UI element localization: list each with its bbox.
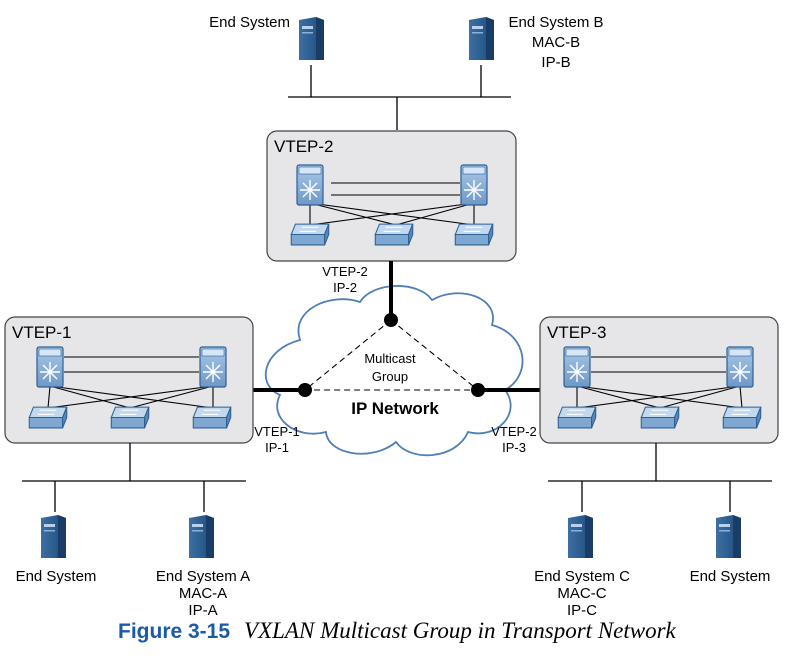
bottom-left-lan <box>22 443 246 512</box>
ip-label: IP-A <box>188 602 217 615</box>
end-system-label: End System A <box>156 568 250 585</box>
vxlan-diagram: End System End System B MAC-B IP-B VTEP-… <box>4 14 779 615</box>
vtep-links <box>253 261 540 392</box>
vtep2-link-ip: IP-2 <box>333 280 357 295</box>
end-system-top-left[interactable]: End System <box>209 14 324 60</box>
fabric-links <box>47 356 214 409</box>
server-icon <box>299 17 324 60</box>
server-icon <box>716 515 741 558</box>
vtep2-link-name: VTEP-2 <box>322 264 368 279</box>
end-system-label: End System C <box>534 568 630 585</box>
mac-label: MAC-C <box>557 585 606 602</box>
ip-network-cloud <box>264 285 524 457</box>
ip-label: IP-C <box>567 602 597 615</box>
vtep2-box[interactable]: VTEP-2 <box>266 130 517 262</box>
spine-switch-icon <box>199 346 227 388</box>
leaf-switch-icon <box>28 406 68 429</box>
end-system-label: End System <box>209 14 290 31</box>
mac-label: MAC-B <box>532 34 580 51</box>
figure-number: Figure 3-15 <box>118 620 231 643</box>
vtep3-box[interactable]: VTEP-3 <box>539 316 779 444</box>
vtep2-endpoint-dot <box>384 313 398 327</box>
end-system-a[interactable]: End System A MAC-A IP-A <box>156 515 250 615</box>
spine-switch-icon <box>36 346 64 388</box>
vtep1-link-ip: IP-1 <box>265 440 289 455</box>
fabric-links <box>576 356 743 409</box>
vtep-title: VTEP-3 <box>547 323 607 342</box>
end-system-label: End System <box>690 568 771 585</box>
server-icon <box>469 17 494 60</box>
leaf-switch-icon <box>110 406 150 429</box>
spine-switch-icon <box>563 346 591 388</box>
vtep3-link-ip: IP-3 <box>502 440 526 455</box>
end-system-label: End System <box>16 568 97 585</box>
ip-label: IP-B <box>541 54 570 71</box>
leaf-switch-icon <box>290 223 330 246</box>
vtep1-link-name: VTEP-1 <box>254 424 300 439</box>
leaf-switch-icon <box>640 406 680 429</box>
server-icon <box>41 515 66 558</box>
end-system-bottom-4[interactable]: End System <box>690 515 771 585</box>
leaf-switch-icon <box>454 223 494 246</box>
mac-label: MAC-A <box>179 585 227 602</box>
bottom-right-lan <box>548 443 772 512</box>
leaf-switch-icon <box>722 406 762 429</box>
multicast-group-triangle: Multicast Group IP Network <box>298 313 485 418</box>
spine-switch-icon <box>726 346 754 388</box>
leaf-switch-icon <box>192 406 232 429</box>
leaf-switch-icon <box>374 223 414 246</box>
vtep3-link-name: VTEP-2 <box>491 424 537 439</box>
vtep1-box[interactable]: VTEP-1 <box>4 316 254 444</box>
spine-switch-icon <box>460 164 488 206</box>
vtep3-endpoint-dot <box>471 383 485 397</box>
vtep1-endpoint-dot <box>298 383 312 397</box>
vtep-title: VTEP-1 <box>12 323 72 342</box>
figure-title: VXLAN Multicast Group in Transport Netwo… <box>244 618 676 643</box>
figure-caption: Figure 3-15 VXLAN Multicast Group in Tran… <box>118 618 676 644</box>
fabric-links <box>309 182 475 226</box>
spine-switch-icon <box>296 164 324 206</box>
end-system-b[interactable]: End System B MAC-B IP-B <box>469 14 604 71</box>
server-icon <box>189 515 214 558</box>
end-system-label: End System B <box>508 14 603 31</box>
leaf-switch-icon <box>557 406 597 429</box>
top-lan <box>288 65 511 130</box>
end-system-bottom-1[interactable]: End System <box>16 515 97 585</box>
ip-network-label: IP Network <box>351 399 439 418</box>
end-system-c[interactable]: End System C MAC-C IP-C <box>534 515 630 615</box>
group-label: Group <box>372 369 408 384</box>
vtep-title: VTEP-2 <box>274 137 334 156</box>
server-icon <box>568 515 593 558</box>
multicast-label: Multicast <box>364 351 416 366</box>
